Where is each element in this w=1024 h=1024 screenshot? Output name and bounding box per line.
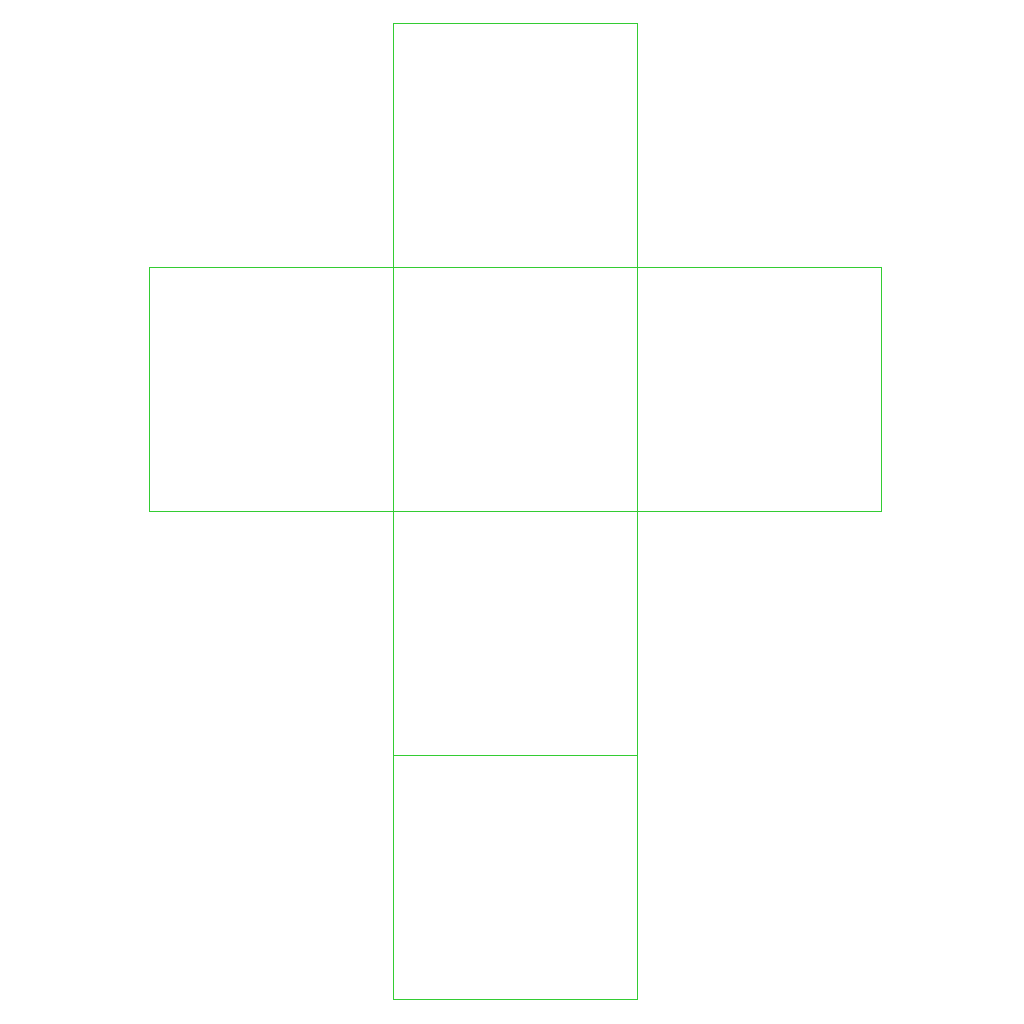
face-back — [393, 755, 638, 1000]
face-right — [637, 267, 882, 512]
cube-net — [149, 23, 882, 1000]
